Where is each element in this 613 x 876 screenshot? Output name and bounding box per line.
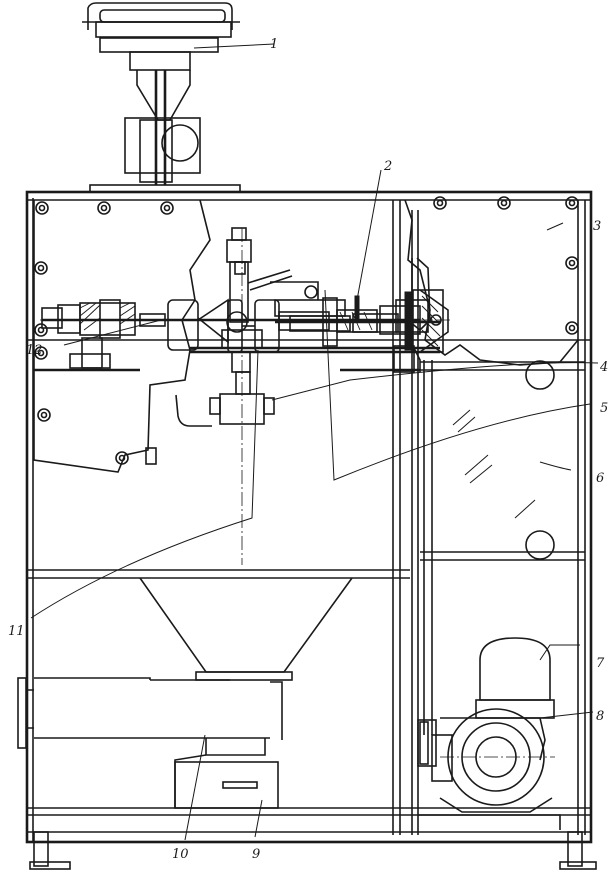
main-frame xyxy=(25,190,597,870)
callout-1: 1 xyxy=(270,37,278,52)
callout-labels: 1 2 3 4 5 6 7 8 9 10 11 12 xyxy=(8,37,608,862)
callout-9: 9 xyxy=(252,847,260,862)
callout-3: 3 xyxy=(593,219,601,234)
frame-bolts xyxy=(34,196,579,465)
callout-6: 6 xyxy=(596,471,604,486)
callout-5: 5 xyxy=(600,401,608,416)
callout-4: 4 xyxy=(599,360,608,375)
callout-2: 2 xyxy=(383,159,392,174)
drive-belt xyxy=(417,360,437,767)
motor-pump xyxy=(418,637,561,830)
callout-10: 10 xyxy=(172,847,189,862)
cover-plate xyxy=(33,199,579,473)
callout-12: 12 xyxy=(26,343,43,358)
collection-hopper xyxy=(17,577,353,809)
leader-lines xyxy=(30,169,599,841)
callout-11: 11 xyxy=(8,624,25,639)
glass-panel xyxy=(420,360,585,561)
top-drive-unit xyxy=(82,2,275,193)
callout-7: 7 xyxy=(596,656,605,671)
callout-8: 8 xyxy=(596,709,604,724)
